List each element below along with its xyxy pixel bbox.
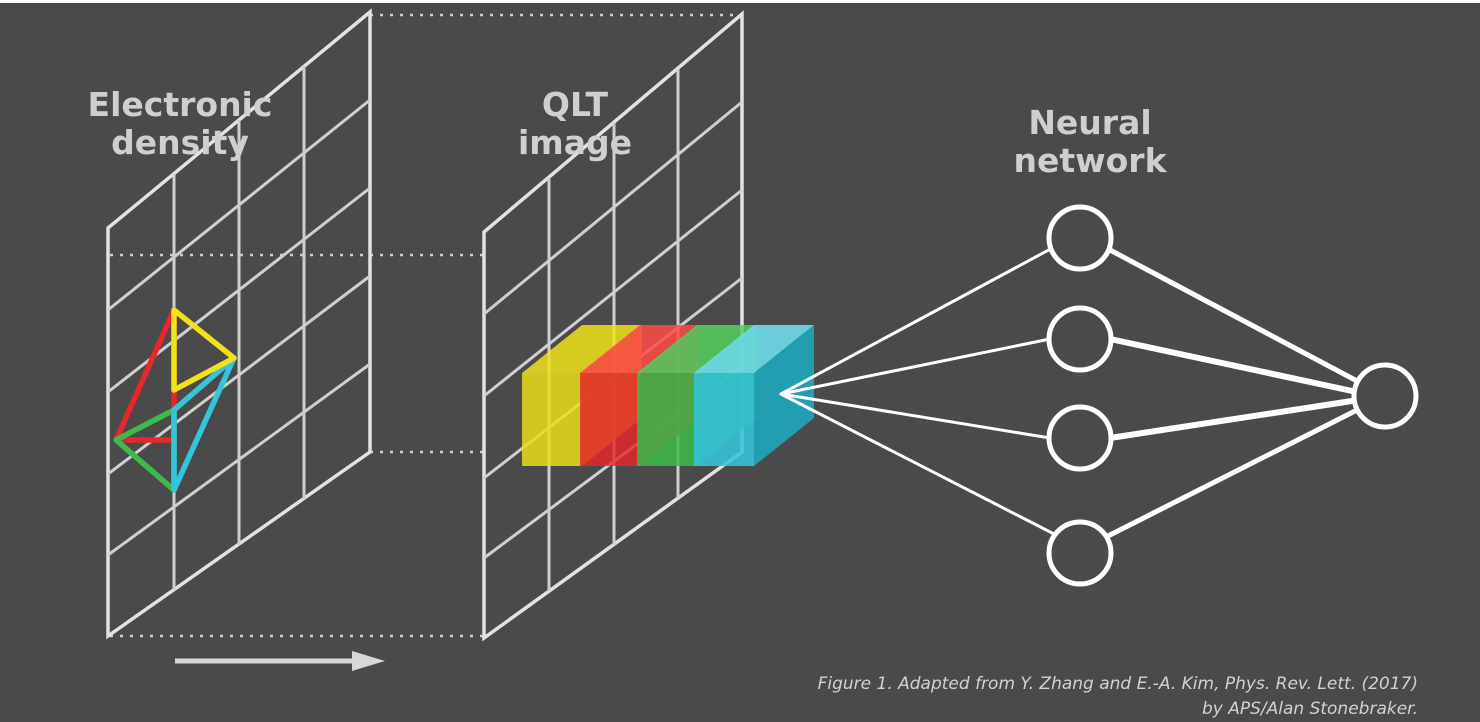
projection-guides [110, 13, 742, 638]
qlt-image-label-line1: QLT [541, 85, 609, 124]
electronic-density-label: Electronic density [60, 86, 300, 162]
hidden-node-4 [1046, 519, 1114, 587]
hidden-node-1 [1046, 204, 1114, 272]
figure-caption: Figure 1. Adapted from Y. Zhang and E.-A… [658, 672, 1418, 722]
hidden-node-3 [1046, 404, 1114, 472]
qlt-image-label-line2: image [518, 123, 632, 162]
neural-network-label: Neural network [960, 104, 1220, 180]
neural-network-label-line1: Neural [1028, 103, 1152, 142]
electronic-density-label-line1: Electronic [87, 85, 273, 124]
feature-blocks [522, 325, 814, 466]
figure-caption-line1: Figure 1. Adapted from Y. Zhang and E.-A… [817, 674, 1418, 694]
colored-triangle-motif [113, 307, 237, 493]
output-node [1351, 362, 1419, 430]
yellow-triangle [171, 307, 237, 393]
electronic-density-label-line2: density [111, 123, 249, 162]
direction-arrow [175, 651, 385, 671]
network-nodes [1046, 204, 1419, 587]
cyan-triangle [171, 355, 237, 493]
hidden-node-2 [1046, 305, 1114, 373]
figure-caption-line2: by APS/Alan Stonebraker. [1201, 699, 1418, 719]
qlt-image-label: QLT image [475, 86, 675, 162]
neural-network-label-line2: network [1013, 141, 1167, 180]
network-edges [779, 244, 1360, 541]
